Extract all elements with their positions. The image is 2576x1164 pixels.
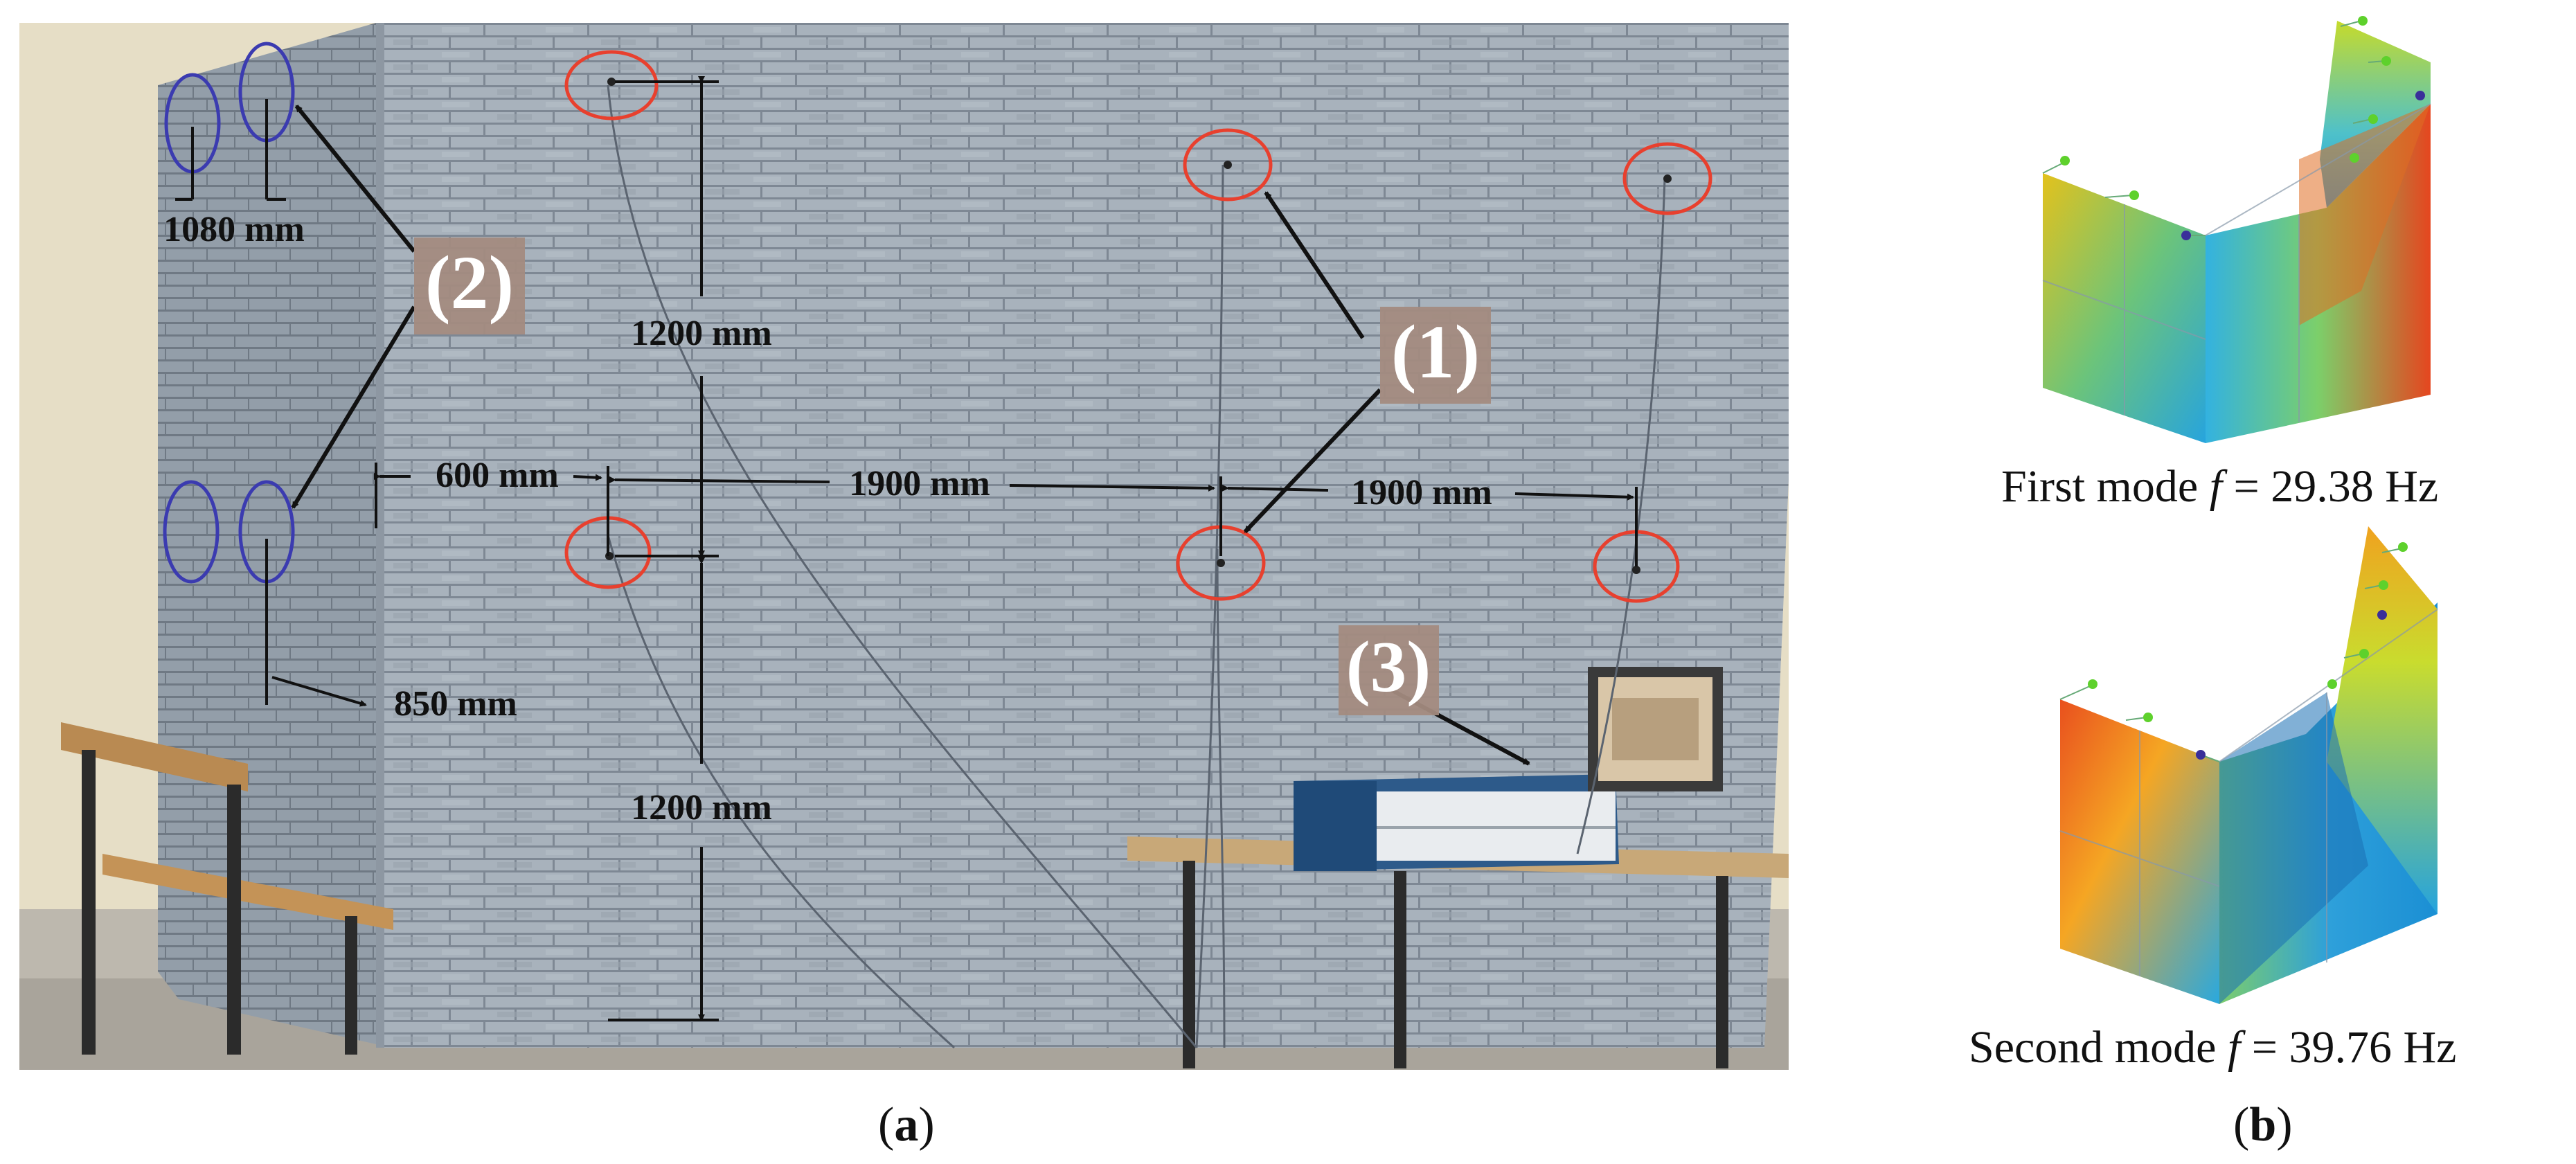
- first-mode-value: = 29.38 Hz: [2222, 461, 2439, 512]
- label-group-1: (1): [1391, 310, 1480, 394]
- first-mode-shape: [2042, 16, 2431, 443]
- first-mode-prefix: First mode: [2001, 461, 2210, 512]
- wall-front-face: [376, 23, 1789, 1048]
- caption-a-letter: a: [894, 1098, 919, 1152]
- second-mode-symbol: f: [2227, 1022, 2241, 1073]
- red-sensor-circle: [1183, 128, 1273, 202]
- dimension-1900-left: 1900 mm: [849, 464, 990, 503]
- second-mode-prefix: Second mode: [1969, 1022, 2228, 1073]
- wooden-bench: [61, 722, 393, 1055]
- blue-sensor-circle: [163, 480, 220, 584]
- dimension-1200-bottom: 1200 mm: [631, 788, 772, 827]
- first-mode-symbol: f: [2209, 461, 2223, 512]
- mode-shapes-panel: [2042, 16, 2438, 1004]
- wall-side-face: [158, 23, 376, 1044]
- label-daq: (3): [1346, 626, 1431, 707]
- label-group-2: (2): [425, 240, 514, 325]
- monitor: [1588, 667, 1723, 791]
- accelerometer-markers-group-1: [564, 50, 1712, 603]
- red-sensor-circle: [564, 50, 659, 120]
- second-mode-caption: Second mode f = 39.76 Hz: [1969, 1021, 2456, 1074]
- dimension-1080: 1080 mm: [163, 210, 305, 249]
- caption-b: (b): [2233, 1098, 2293, 1152]
- dimension-1900-right: 1900 mm: [1351, 473, 1492, 512]
- wall-test-photo: (2) (1) (3) 1080 mm 1200 mm 600 mm 1900 …: [19, 23, 1789, 1070]
- caption-b-letter: b: [2249, 1098, 2277, 1152]
- dimension-lines: [175, 76, 1638, 1021]
- red-sensor-circle: [1622, 142, 1712, 215]
- dimension-600: 600 mm: [436, 456, 559, 495]
- second-mode-value: = 39.76 Hz: [2240, 1022, 2457, 1073]
- dimension-1200-top: 1200 mm: [631, 314, 772, 353]
- first-mode-caption: First mode f = 29.38 Hz: [2001, 460, 2438, 513]
- data-acquisition-chassis: [1294, 774, 1619, 871]
- caption-a: (a): [878, 1098, 935, 1152]
- second-mode-shape: [2059, 526, 2438, 1004]
- dimension-850: 850 mm: [394, 684, 517, 724]
- sensor-cables: [607, 84, 1666, 1049]
